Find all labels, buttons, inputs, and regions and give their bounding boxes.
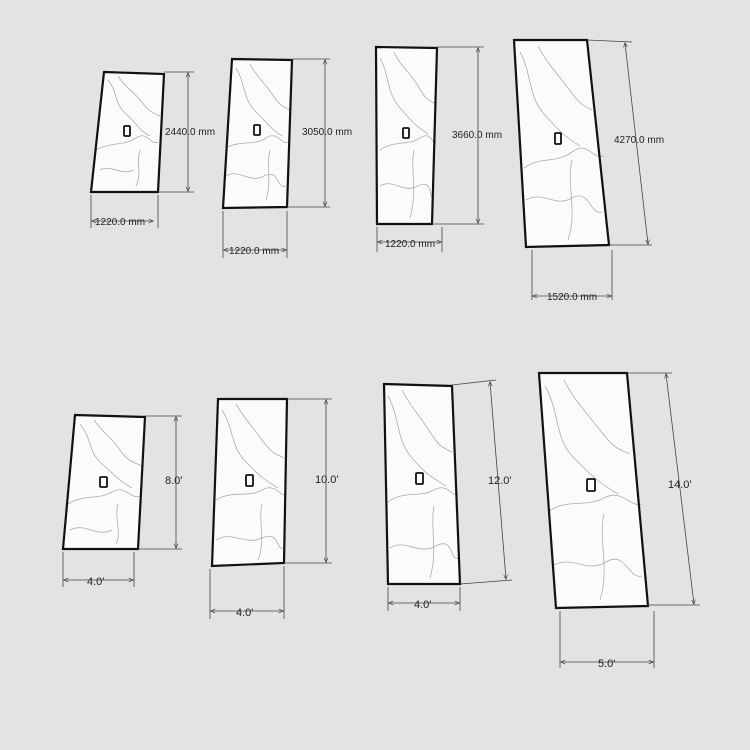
slab-marker-icon bbox=[253, 124, 261, 136]
width-label: 4.0' bbox=[414, 599, 431, 611]
height-label: 12.0' bbox=[488, 475, 512, 487]
imperial-slab-3 bbox=[382, 382, 462, 586]
imperial-slab-2-dims bbox=[209, 398, 332, 619]
height-label: 14.0' bbox=[668, 479, 692, 491]
width-label: 1220.0 mm bbox=[95, 217, 145, 228]
metric-slab-3 bbox=[374, 45, 439, 226]
marble-veins bbox=[225, 63, 291, 201]
height-label: 4270.0 mm bbox=[614, 135, 664, 146]
slab-outline bbox=[537, 371, 650, 610]
height-label: 2440.0 mm bbox=[165, 127, 215, 138]
metric-slab-2-dims bbox=[222, 58, 330, 258]
marble-veins bbox=[519, 45, 605, 241]
slab-marker-icon bbox=[99, 476, 108, 488]
marble-veins bbox=[544, 379, 643, 601]
metric-slab-1-dims bbox=[90, 71, 194, 228]
height-label: 8.0' bbox=[165, 475, 182, 487]
imperial-slab-2 bbox=[210, 397, 289, 568]
imperial-slab-4-dims bbox=[559, 372, 700, 668]
width-label: 1220.0 mm bbox=[385, 239, 435, 250]
marble-veins bbox=[379, 51, 437, 219]
slab-marker-icon bbox=[415, 472, 424, 485]
width-label: 4.0' bbox=[236, 607, 253, 619]
width-label: 1520.0 mm bbox=[547, 292, 597, 303]
imperial-slab-4 bbox=[537, 371, 650, 610]
slab-marker-icon bbox=[123, 125, 131, 137]
slab-marker-icon bbox=[554, 132, 562, 145]
imperial-slab-1 bbox=[61, 413, 147, 551]
marble-veins bbox=[387, 389, 459, 579]
metric-slab-2 bbox=[221, 57, 294, 210]
metric-slab-4-dims bbox=[531, 39, 652, 300]
metric-slab-3-dims bbox=[376, 46, 484, 252]
metric-slab-1 bbox=[89, 70, 166, 194]
slab-marker-icon bbox=[586, 478, 596, 492]
slab-marker-icon bbox=[245, 474, 254, 487]
imperial-slab-1-dims bbox=[62, 415, 182, 587]
imperial-slab-3-dims bbox=[387, 379, 513, 611]
width-label: 4.0' bbox=[87, 576, 104, 588]
slab-marker-icon bbox=[402, 127, 410, 139]
width-label: 1220.0 mm bbox=[229, 246, 279, 257]
width-label: 5.0' bbox=[598, 658, 615, 670]
marble-veins bbox=[215, 403, 287, 561]
height-label: 10.0' bbox=[315, 474, 339, 486]
height-label: 3050.0 mm bbox=[302, 127, 352, 138]
height-label: 3660.0 mm bbox=[452, 130, 502, 141]
marble-veins bbox=[67, 419, 143, 545]
marble-veins bbox=[95, 75, 161, 187]
